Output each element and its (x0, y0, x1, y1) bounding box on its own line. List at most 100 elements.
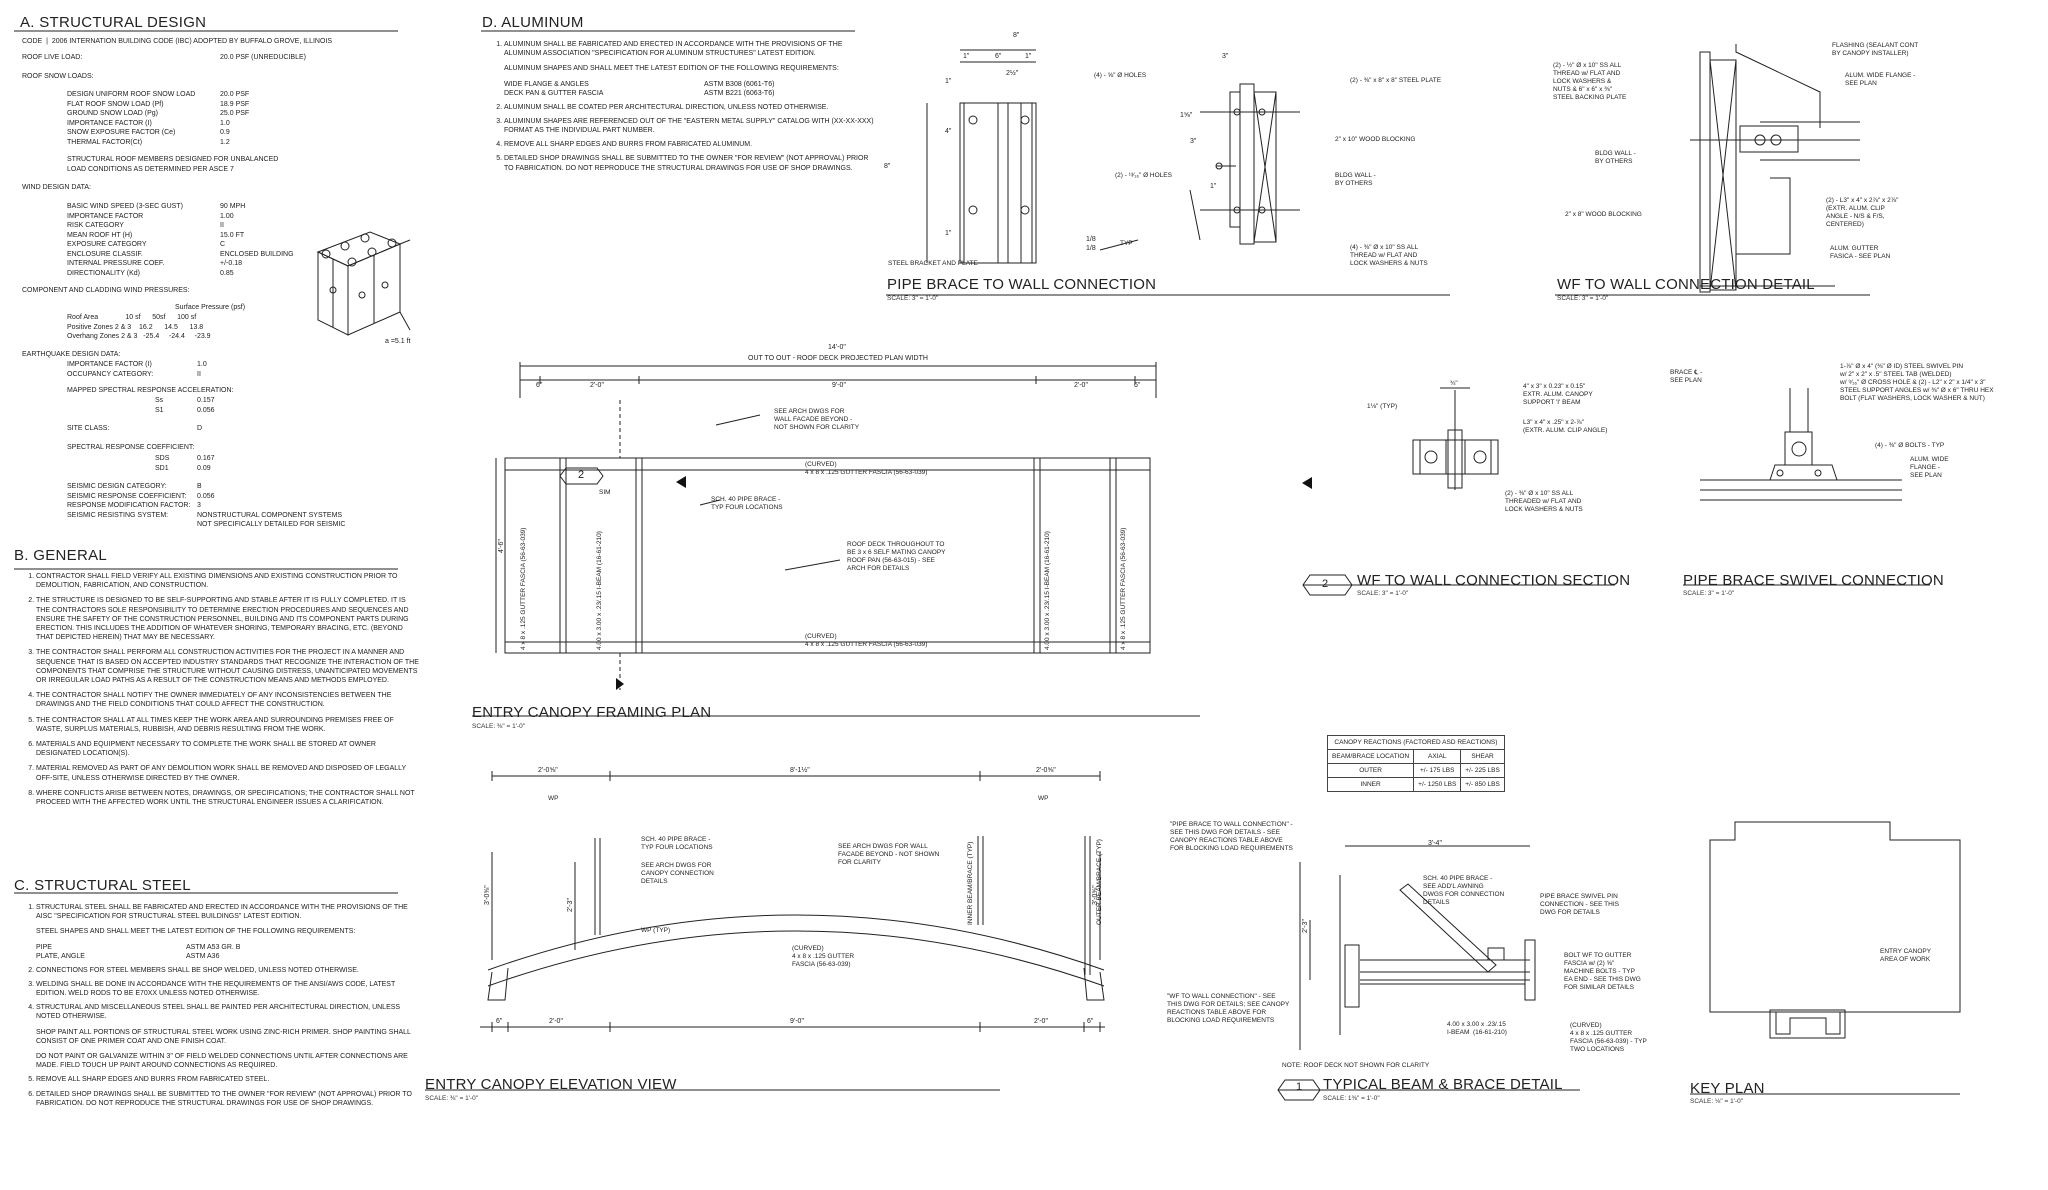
general-note: MATERIAL REMOVED AS PART OF ANY DEMOLITI… (36, 764, 420, 782)
pipe-dim: 1" (1210, 183, 1217, 190)
elev-arch2: SEE ARCH DWGS FOR WALL FACADE BEYOND - N… (838, 843, 940, 866)
swivel-title: PIPE BRACE SWIVEL CONNECTION (1683, 572, 1944, 589)
general-notes-list: CONTRACTOR SHALL FIELD VERIFY ALL EXISTI… (14, 572, 420, 813)
elev-wp: WP (1038, 795, 1049, 802)
beam-tag: 1 (1296, 1081, 1303, 1093)
steel-notes-list: STRUCTURAL STEEL SHALL BE FABRICATED AND… (14, 903, 420, 1108)
pipe-dim: 1/8 (1086, 245, 1096, 252)
mapped-labels: Ss S1 (155, 397, 164, 414)
pipe-brace-scale: SCALE: 3" = 1'-0" (887, 295, 939, 302)
beam-note-c: PIPE BRACE SWIVEL PIN CONNECTION - SEE T… (1540, 893, 1619, 916)
steel-note: REMOVE ALL SHARP EDGES AND BURRS FROM FA… (36, 1075, 420, 1084)
elev-bdim: 2'-0" (549, 1018, 563, 1025)
cc-table: Roof Area 10 sf 50sf 100 sf Positive Zon… (67, 314, 211, 340)
key-note: ENTRY CANOPY AREA OF WORK (1880, 948, 1932, 963)
elev-bdim: 9'-0" (790, 1018, 804, 1025)
section-tag: 2 (1322, 578, 1329, 590)
plan-curved-top: (CURVED) 4 x 8 x .125 GUTTER FASCIA (56-… (805, 461, 928, 476)
steel-note: CONNECTIONS FOR STEEL MEMBERS SHALL BE S… (36, 966, 420, 975)
plan-gutter-right: 4 x 8 x .125 GUTTER FASCIA (56-63-039) (1120, 527, 1127, 650)
beam-note-g: (CURVED) 4 x 8 x .125 GUTTER FASCIA (56-… (1570, 1022, 1647, 1053)
spectral-values: 0.167 0.09 (197, 455, 215, 472)
beam-note-d: BOLT WF TO GUTTER FASCIA w/ (2) ⅝" MACHI… (1564, 952, 1641, 991)
section-note-c: (2) - ⅜" Ø x 10" SS ALL THREADED w/ FLAT… (1505, 490, 1583, 513)
section-note-b: L3" x 4" x .25" x 2-⅞" (EXTR. ALUM. CLIP… (1523, 419, 1608, 434)
aluminum-note: DETAILED SHOP DRAWINGS SHALL BE SUBMITTE… (504, 154, 876, 172)
table-row: OUTER +/- 175 LBS +/- 225 LBS (1326, 763, 1505, 778)
spectral-label: SPECTRAL RESPONSE COEFFICIENT: (67, 444, 195, 451)
aluminum-note: ALUMINUM SHALL BE FABRICATED AND ERECTED… (504, 40, 876, 99)
elev-bdim: 6" (496, 1018, 503, 1025)
pipe-dim: 1" (945, 78, 952, 85)
plan-overall-dim: 14'-0" (828, 344, 846, 351)
elev-outer: OUTER BEAM/BRACE (TYP) (1096, 839, 1103, 925)
general-note: MATERIALS AND EQUIPMENT NECESSARY TO COM… (36, 740, 420, 758)
table-header: AXIAL (1413, 749, 1462, 764)
seismic-values: B 0.056 3 NONSTRUCTURAL COMPONENT SYSTEM… (197, 483, 346, 528)
elev-dim: 2'-0⅝" (538, 767, 558, 774)
iso-dimension: a =5.1 ft (385, 338, 411, 345)
section-title: WF TO WALL CONNECTION SECTION (1357, 572, 1631, 589)
key-title: KEY PLAN (1690, 1080, 1765, 1097)
general-note: THE CONTRACTOR SHALL NOTIFY THE OWNER IM… (36, 691, 420, 709)
plan-pipe-note: SCH. 40 PIPE BRACE - TYP FOUR LOCATIONS (711, 496, 783, 511)
steel-note: DETAILED SHOP DRAWINGS SHALL BE SUBMITTE… (36, 1090, 420, 1108)
pipe-dim: 1" (945, 230, 952, 237)
pipe-dim: 8" (1013, 32, 1020, 39)
roof-snow-label: ROOF SNOW LOADS: (22, 73, 94, 80)
pipe-bracket-note: STEEL BRACKET AND PLATE (888, 260, 978, 267)
roof-live-value: 20.0 PSF (UNREDUCIBLE) (220, 54, 306, 61)
aluminum-note: ALUMINUM SHAPES ARE REFERENCED OUT OF TH… (504, 117, 876, 135)
swivel-detail (1700, 388, 1902, 501)
beam-title: TYPICAL BEAM & BRACE DETAIL (1323, 1076, 1563, 1093)
pipe-dim: 3" (1222, 53, 1229, 60)
pipe-brace-title: PIPE BRACE TO WALL CONNECTION (887, 276, 1157, 293)
site-value: D (197, 425, 203, 432)
swivel-note-d: ALUM. WIDE FLANGE - SEE PLAN (1910, 456, 1949, 479)
structural-roof-note: STRUCTURAL ROOF MEMBERS DESIGNED FOR UNB… (67, 156, 279, 173)
pipe-plate-note: (2) - ⅜" x 8" x 8" STEEL PLATE (1350, 77, 1442, 84)
beam-note-a: "PIPE BRACE TO WALL CONNECTION" - SEE TH… (1170, 821, 1293, 852)
plan-dim: 6" (1134, 382, 1141, 389)
wf-wall-title: WF TO WALL CONNECTION DETAIL (1557, 276, 1815, 293)
general-note: CONTRACTOR SHALL FIELD VERIFY ALL EXISTI… (36, 572, 420, 590)
site-label: SITE CLASS: (67, 425, 110, 432)
wind-label: WIND DESIGN DATA: (22, 184, 91, 191)
cc-label: COMPONENT AND CLADDING WIND PRESSURES: (22, 287, 190, 294)
wf-note-f: (2) - L3" x 4" x 2⅞" x 2⅞" (EXTR. ALUM. … (1826, 197, 1899, 228)
plan-dim: 2'-0" (1074, 382, 1088, 389)
general-note: THE CONTRACTOR SHALL PERFORM ALL CONSTRU… (36, 648, 420, 685)
beam-note-b: SCH. 40 PIPE BRACE - SEE ADD'L AWNING DW… (1423, 875, 1505, 906)
swivel-note-c: (4) - ⅜" Ø BOLTS - TYP (1875, 442, 1945, 449)
framing-plan (495, 362, 1157, 690)
aluminum-note: ALUMINUM SHALL BE COATED PER ARCHITECTUR… (504, 103, 876, 112)
wf-wall-detail (1690, 44, 1860, 293)
wf-section-detail (1412, 387, 1499, 490)
pipe-brace-detail (926, 49, 1300, 264)
iso-building (316, 231, 411, 336)
wf-note-b: BLDG WALL - BY OTHERS (1595, 150, 1636, 165)
section-c-title: C. STRUCTURAL STEEL (14, 877, 191, 894)
pipe-dim: 1" (963, 53, 970, 60)
wf-note-c: 2" x 8" WOOD BLOCKING (1565, 211, 1642, 218)
wf-note-a: (2) - ½" Ø x 10" SS ALL THREAD w/ FLAT A… (1553, 62, 1627, 101)
elev-h1: 3'-0⅝" (484, 885, 491, 905)
beam-note-f: 4.00 x 3.00 x .23/.15 I-BEAM (16-61-210) (1447, 1021, 1507, 1036)
elev-h2: 2'-3" (567, 898, 574, 912)
aluminum-notes-list: ALUMINUM SHALL BE FABRICATED AND ERECTED… (482, 40, 876, 173)
pipe-dim: 1⅝" (1180, 112, 1193, 119)
surface-pressure-label: Surface Pressure (psf) (175, 304, 246, 311)
elev-wp: WP (548, 795, 559, 802)
steel-note: STRUCTURAL AND MISCELLANEOUS STEEL SHALL… (36, 1003, 420, 1070)
reactions-table: CANOPY REACTIONS (FACTORED ASD REACTIONS… (1326, 735, 1505, 792)
key-plan (1709, 821, 1961, 1039)
beam-dim: 3'-4" (1428, 840, 1442, 847)
general-note: THE STRUCTURE IS DESIGNED TO BE SELF-SUP… (36, 596, 420, 642)
pipe-holes2-note: (2) - ¹³⁄₁₆" Ø HOLES (1115, 172, 1172, 179)
wf-note-g: ALUM. GUTTER FASICA - SEE PLAN (1830, 245, 1891, 260)
section-d-title: D. ALUMINUM (482, 14, 584, 31)
pipe-dim: 1/8 (1086, 236, 1096, 243)
spectral-labels: SDS SD1 (155, 455, 170, 472)
seismic-labels: SEISMIC DESIGN CATEGORY: SEISMIC RESPONS… (67, 483, 191, 519)
